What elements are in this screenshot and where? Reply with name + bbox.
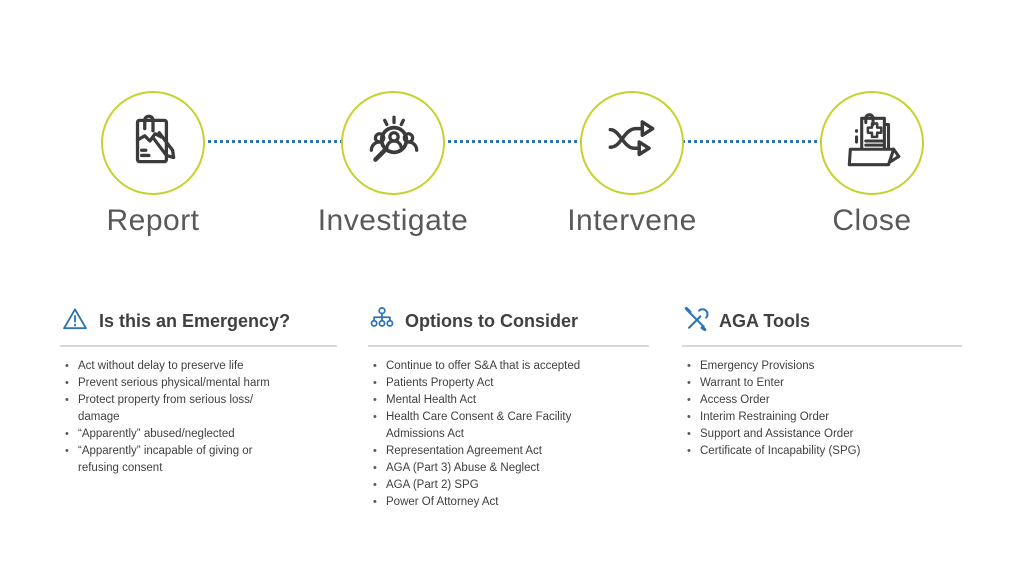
list-item: Act without delay to preserve life bbox=[60, 358, 337, 375]
list-item: Continue to offer S&A that is accepted bbox=[368, 358, 649, 375]
list-item: Prevent serious physical/mental harm bbox=[60, 375, 337, 392]
intervene-shuffle-arrows-icon bbox=[599, 108, 665, 179]
process-step-investigate bbox=[341, 91, 445, 195]
org-chart-icon bbox=[368, 305, 396, 338]
column-title: Options to Consider bbox=[405, 311, 578, 331]
list-item: Protect property from serious loss/ dama… bbox=[60, 392, 337, 426]
list-item: Support and Assistance Order bbox=[682, 426, 962, 443]
list-item: AGA (Part 3) Abuse & Neglect bbox=[368, 460, 649, 477]
list-item: Certificate of Incapability (SPG) bbox=[682, 443, 962, 460]
list-item: Interim Restraining Order bbox=[682, 409, 962, 426]
process-connector-dotted-line bbox=[160, 140, 866, 143]
list-item: AGA (Part 2) SPG bbox=[368, 477, 649, 494]
options-list: Continue to offer S&A that is acceptedPa… bbox=[368, 358, 649, 511]
list-item: Mental Health Act bbox=[368, 392, 649, 409]
report-clipboard-pen-icon bbox=[120, 108, 186, 179]
step-label-report: Report bbox=[106, 204, 200, 237]
column-title: Is this an Emergency? bbox=[99, 311, 291, 331]
list-item: Health Care Consent & Care Facility Admi… bbox=[368, 409, 649, 443]
crossed-tools-icon bbox=[682, 305, 710, 338]
list-item: Representation Agreement Act bbox=[368, 443, 649, 460]
process-step-close bbox=[820, 91, 924, 195]
column-emergency: Is this an Emergency? Act without delay … bbox=[60, 305, 337, 477]
list-item: Power Of Attorney Act bbox=[368, 494, 649, 511]
investigate-magnifier-people-icon bbox=[360, 108, 426, 179]
list-item: “Apparently” abused/neglected bbox=[60, 426, 337, 443]
list-item: “Apparently” incapable of giving or refu… bbox=[60, 443, 337, 477]
process-step-intervene bbox=[580, 91, 684, 195]
list-item: Warrant to Enter bbox=[682, 375, 962, 392]
emergency-list: Act without delay to preserve lifePreven… bbox=[60, 358, 337, 477]
column-options-header: Options to Consider bbox=[368, 305, 649, 347]
column-title: AGA Tools bbox=[719, 311, 810, 331]
list-item: Patients Property Act bbox=[368, 375, 649, 392]
column-aga-tools-header: AGA Tools bbox=[682, 305, 962, 347]
step-label-investigate: Investigate bbox=[317, 204, 469, 237]
column-aga-tools: AGA Tools Emergency ProvisionsWarrant to… bbox=[682, 305, 962, 460]
list-item: Access Order bbox=[682, 392, 962, 409]
list-item: Emergency Provisions bbox=[682, 358, 962, 375]
column-options: Options to Consider Continue to offer S&… bbox=[368, 305, 649, 511]
column-emergency-header: Is this an Emergency? bbox=[60, 305, 337, 347]
process-step-report bbox=[101, 91, 205, 195]
step-label-intervene: Intervene bbox=[567, 204, 697, 237]
close-folder-document-icon bbox=[839, 108, 905, 179]
warning-triangle-icon bbox=[60, 305, 90, 338]
step-label-close: Close bbox=[832, 204, 912, 237]
aga-tools-list: Emergency ProvisionsWarrant to EnterAcce… bbox=[682, 358, 962, 460]
